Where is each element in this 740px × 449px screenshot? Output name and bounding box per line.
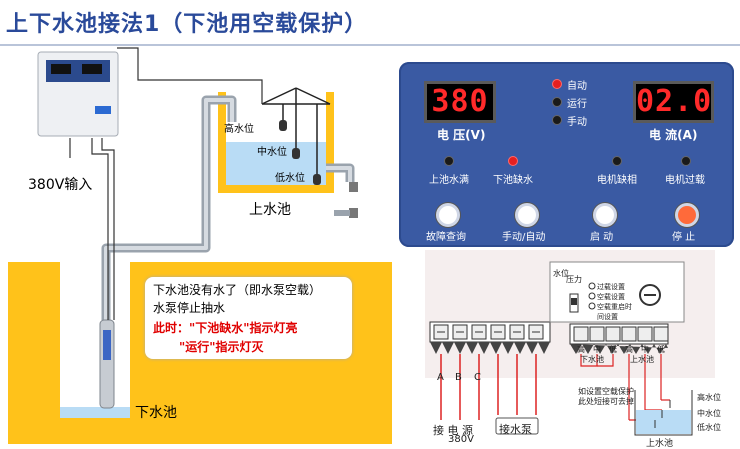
mini-level-label: 中水位 [697, 408, 721, 419]
phase-label: C [474, 372, 481, 383]
mini-level-label: 高水位 [697, 392, 721, 403]
button-label: 启 动 [590, 228, 613, 243]
low-level-label: 低水位 [275, 169, 305, 184]
float-icon [313, 174, 321, 185]
button-label: 故障查询 [426, 228, 466, 243]
lower-pool-terminal-label: 下水池 [580, 354, 604, 365]
faucet-icon [349, 182, 358, 192]
status-led-icon [552, 115, 562, 125]
voltage-label: 电 压(V) [437, 126, 485, 143]
status-led-icon [552, 97, 562, 107]
indicator-label: 下池缺水 [493, 171, 533, 186]
pump-label: 接水泵 [499, 421, 532, 437]
pool-schematic [0, 0, 400, 447]
float-icon [292, 148, 300, 159]
current-label: 电 流(A) [649, 126, 697, 143]
indicator-label: 上池水满 [429, 171, 469, 186]
explanation-callout: 下水池没有水了（即水泵空载） 水泵停止抽水 此时："下池缺水"指示灯亮 "运行"… [145, 277, 352, 359]
power-wire [441, 354, 536, 420]
indicator-led-icon [444, 156, 454, 166]
fault-query-button[interactable] [436, 203, 460, 227]
upper-pool-label: 上水池 [249, 199, 291, 219]
indicator-label: 电机过载 [665, 171, 705, 186]
terminal-top-label: 低 [657, 344, 665, 355]
mini-level-label: 低水位 [697, 422, 721, 433]
button-label: 手动/自动 [502, 228, 545, 243]
start-button[interactable] [593, 203, 617, 227]
callout-line: "运行"指示灯灭 [179, 338, 264, 355]
lower-pool-label: 下水池 [135, 402, 177, 422]
status-label: 运行 [567, 95, 587, 110]
option-label: 空载设置 [597, 292, 625, 302]
power-input-label: 380V输入 [28, 174, 92, 194]
control-panel: 380 02.0 电 压(V) 电 流(A) 自动 运行 手动 上池水满 下池缺… [399, 62, 734, 247]
manual-auto-button[interactable] [515, 203, 539, 227]
lower-pool-water [60, 407, 130, 418]
shortcut-note: 此处短接可去掉 [578, 396, 634, 407]
power-voltage-label: 380V [448, 434, 474, 445]
current-display: 02.0 [633, 81, 714, 123]
option-label: 过载设置 [597, 282, 625, 292]
phase-label: A [437, 372, 444, 383]
status-label: 自动 [567, 77, 587, 92]
upper-pool-terminal-label: 上水池 [630, 354, 654, 365]
indicator-label: 电机缺相 [597, 171, 637, 186]
faucet-icon [349, 208, 358, 218]
stop-button[interactable] [675, 203, 699, 227]
option-label: 空载重启时间设置 [597, 302, 637, 322]
mini-pool-label: 上水池 [646, 436, 673, 449]
callout-line: 水泵停止抽水 [153, 299, 225, 316]
callout-line: 下水池没有水了（即水泵空载） [153, 281, 321, 298]
terminal-top-label: 低 [609, 344, 617, 355]
indicator-led-icon [612, 156, 622, 166]
phase-label: B [455, 372, 462, 383]
voltage-display: 380 [424, 81, 496, 123]
callout-line: 此时："下池缺水"指示灯亮 [153, 319, 298, 336]
indicator-led-icon [508, 156, 518, 166]
mid-level-label: 中水位 [257, 143, 287, 158]
status-led-icon [552, 79, 562, 89]
button-label: 停 止 [672, 228, 695, 243]
high-level-label: 高水位 [224, 120, 254, 135]
status-label: 手动 [567, 113, 587, 128]
float-icon [279, 120, 287, 131]
indicator-led-icon [681, 156, 691, 166]
switch-side-label: 压力 [566, 274, 582, 285]
